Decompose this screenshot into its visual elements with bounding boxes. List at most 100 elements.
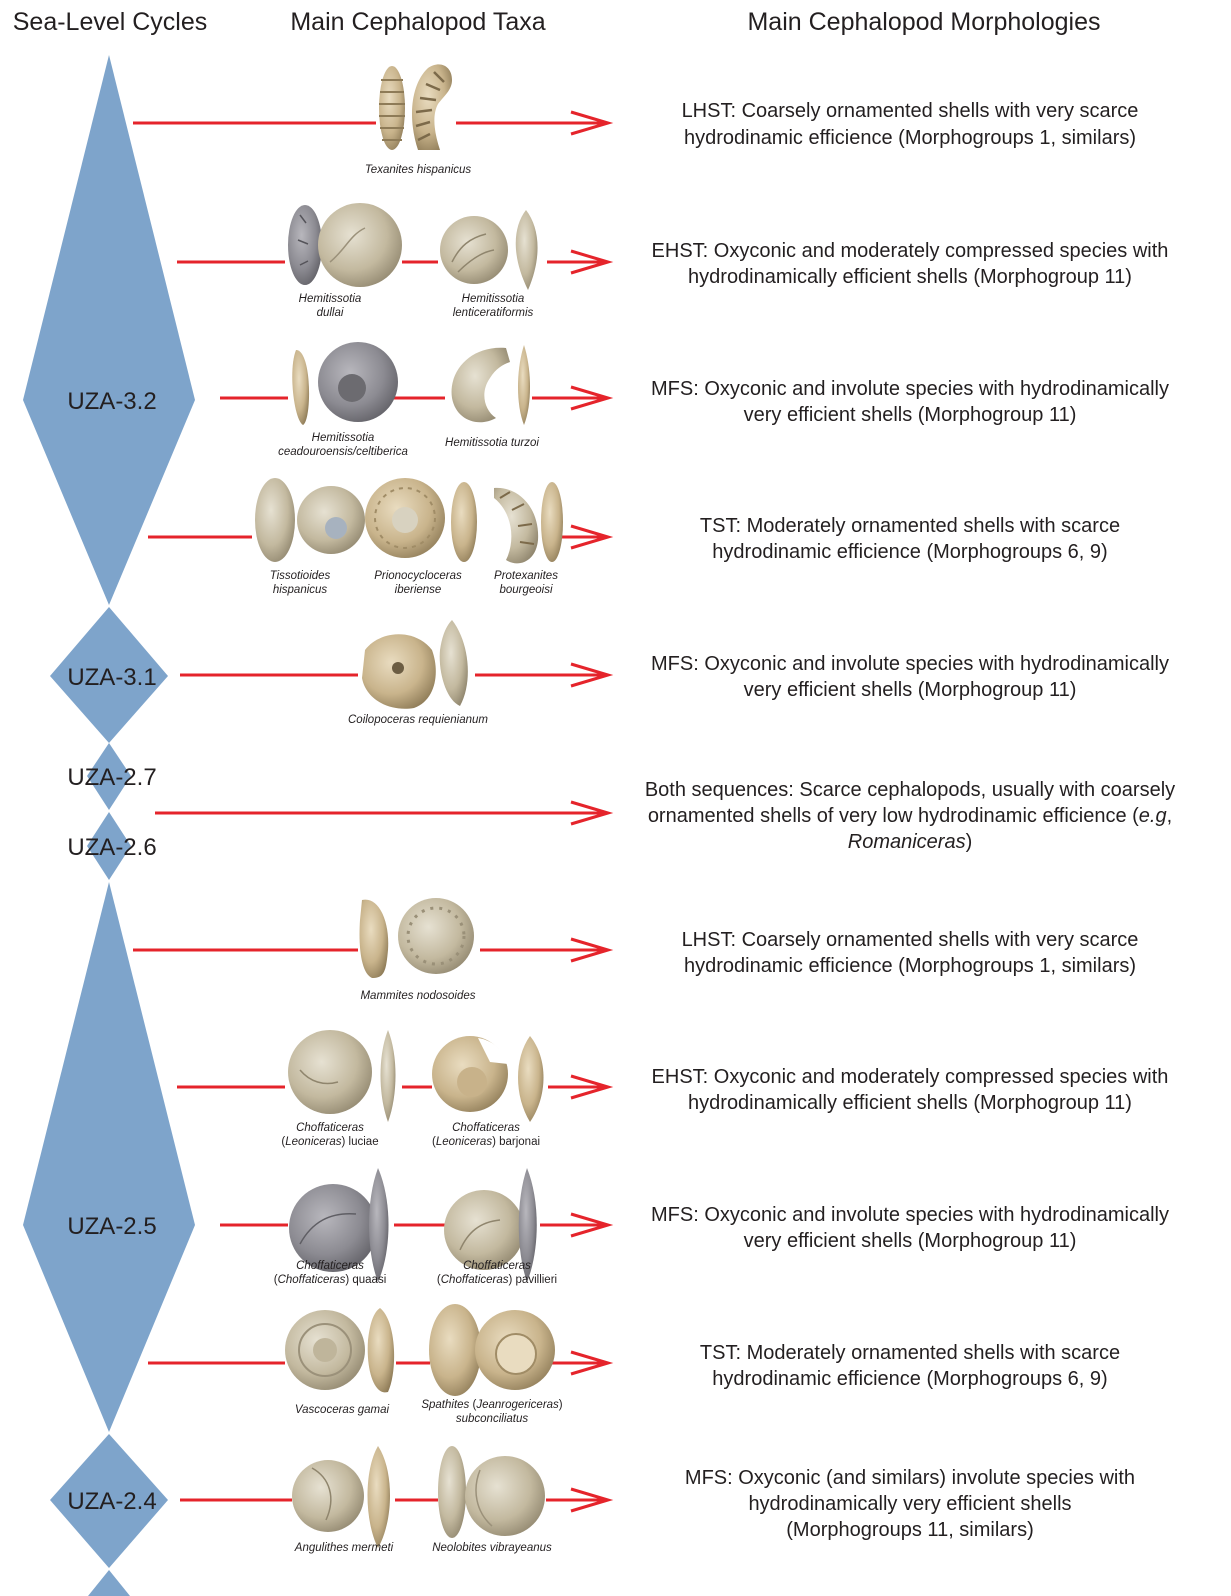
taxon-caption-line: Hemitissotia	[299, 293, 362, 305]
cycle-diamond-uza-2-6	[87, 812, 131, 880]
fossil-specimen-texanites-lateral	[412, 64, 452, 150]
taxon-caption-line: Choffaticeras	[463, 1260, 531, 1272]
caption-segment: ) quaasi	[345, 1274, 386, 1286]
fossil-specimen-hemitissotia-lenticeratiformis-side	[515, 210, 538, 290]
fossil-specimen-protexanites-lateral	[494, 487, 539, 564]
fossil-specimen-prionocycloceras-side	[451, 482, 477, 562]
cycle-label-uza-2-5: UZA-2.5	[67, 1213, 156, 1240]
taxon-caption-line: Choffaticeras	[452, 1122, 520, 1134]
taxon-caption-mammites-nodosoides: Mammites nodosoides	[360, 990, 475, 1002]
arrowhead-icon	[570, 662, 614, 688]
taxon-caption-line: dullai	[317, 307, 344, 319]
fossil-specimen-hemitissotia-turzoi-side	[518, 345, 530, 425]
morphology-description-line: EHST: Oxyconic and moderately compressed…	[652, 1066, 1169, 1088]
morphology-description-line: LHST: Coarsely ornamented shells with ve…	[682, 929, 1139, 951]
caption-segment: (	[281, 1136, 285, 1148]
taxon-caption-line: (Leoniceras) barjonai	[432, 1136, 540, 1148]
cycle-diamond-uza-3-1	[50, 607, 168, 743]
morphology-description-line: MFS: Oxyconic and involute species with …	[651, 653, 1169, 675]
caption-segment: (	[274, 1274, 278, 1286]
fossil-specimen-neolobites-side	[438, 1446, 466, 1538]
taxon-caption-line: Hemitissotia turzoi	[445, 437, 539, 449]
description-segment: e.g	[1139, 805, 1167, 827]
morphology-description-line: hydrodinamic efficience (Morphogroups 6,…	[712, 541, 1107, 563]
arrowhead-icon	[570, 524, 614, 550]
morphology-description-line: MFS: Oxyconic (and similars) involute sp…	[685, 1467, 1135, 1489]
taxon-caption-angulithes-mermeti: Angulithes mermeti	[294, 1542, 394, 1554]
fossil-specimen-hemitissotia-dullai-side	[288, 205, 322, 285]
taxon-caption-vascoceras-gamai: Vascoceras gamai	[295, 1404, 390, 1416]
fossil-specimen-coilopoceras-lateral	[362, 634, 436, 709]
taxon-caption-coilopoceras-requienianum: Coilopoceras requienianum	[348, 714, 488, 726]
fossil-specimen-choffaticeras-pavillieri-side	[518, 1168, 537, 1282]
arrowhead-icon	[570, 800, 614, 826]
cycle-label-uza-2-6: UZA-2.6	[67, 834, 156, 861]
morphology-description-line: Both sequences: Scarce cephalopods, usua…	[645, 779, 1175, 801]
cycle-diamond-uza-2-4	[50, 1434, 168, 1568]
morphology-description-line: hydrodinamically very efficient shells	[748, 1493, 1071, 1515]
morphology-description-line: (Morphogroups 11, similars)	[786, 1519, 1034, 1541]
taxon-caption-line: bourgeoisi	[499, 584, 553, 596]
arrowhead-icon	[570, 1074, 614, 1100]
taxon-caption-line: Spathites (Jeanrogericeras)	[421, 1399, 562, 1411]
fossil-specimen-tissotioides-lateral	[297, 486, 365, 554]
fossil-specimen-choffaticeras-quaasi-side	[369, 1168, 389, 1282]
fossil-specimen-tissotioides-side	[255, 478, 295, 562]
taxon-caption-line: (Choffaticeras) pavillieri	[437, 1274, 557, 1286]
caption-segment: Choffaticeras	[278, 1274, 346, 1286]
cycle-label-uza-2-7: UZA-2.7	[67, 764, 156, 791]
morphology-description-line: Romaniceras)	[848, 831, 973, 853]
connector-lines	[133, 121, 607, 1502]
morphology-description-line: LHST: Coarsely ornamented shells with ve…	[682, 100, 1139, 122]
taxon-caption-line: Choffaticeras	[296, 1122, 364, 1134]
caption-segment: (	[432, 1136, 436, 1148]
taxon-caption-neolobites-vibrayeanus: Neolobites vibrayeanus	[432, 1542, 552, 1554]
fossil-specimen-vascoceras-lateral	[285, 1310, 365, 1390]
taxon-caption-line: (Choffaticeras) quaasi	[274, 1274, 387, 1286]
fossil-specimen-choffaticeras-pavillieri-lateral	[444, 1190, 524, 1270]
morphology-description-line: very efficient shells (Morphogroup 11)	[744, 679, 1077, 701]
caption-segment: ) pavillieri	[509, 1274, 558, 1286]
taxon-caption-line: iberiense	[395, 584, 442, 596]
cycle-label-uza-2-4: UZA-2.4	[67, 1488, 156, 1515]
fossil-specimen-choffaticeras-barjonai-side	[518, 1036, 544, 1122]
caption-segment: ) luciae	[342, 1136, 379, 1148]
caption-segment: (	[437, 1274, 441, 1286]
taxon-caption-line: Prionocycloceras	[374, 570, 462, 582]
morphology-description-line: hydrodinamic efficience (Morphogroups 1,…	[684, 127, 1136, 149]
fossil-specimen-protexanites-side	[541, 482, 563, 562]
taxon-caption-line: Tissotioides	[270, 570, 331, 582]
cycle-diamond-continuation	[88, 1570, 130, 1596]
morphology-description-line: ornamented shells of very low hydrodinam…	[648, 805, 1172, 827]
morphology-description-line: MFS: Oxyconic and involute species with …	[651, 378, 1169, 400]
fossil-specimen-hemitissotia-turzoi-lateral	[451, 347, 510, 423]
morphology-description-line: TST: Moderately ornamented shells with s…	[700, 515, 1120, 537]
caption-segment: ) barjonai	[492, 1136, 540, 1148]
description-segment: )	[966, 831, 973, 853]
arrowhead-icon	[570, 249, 614, 275]
taxon-caption-line: Choffaticeras	[296, 1260, 364, 1272]
fossil-specimens	[255, 64, 563, 1548]
fossil-specimen-coilopoceras-side	[439, 620, 468, 706]
fossil-specimen-choffaticeras-barjonai-lateral	[432, 1036, 508, 1112]
taxa-captions: Texanites hispanicus Hemitissotia dullai…	[270, 164, 563, 1554]
caption-segment: Spathites	[421, 1399, 469, 1411]
taxon-caption-texanites-hispanicus: Texanites hispanicus	[365, 164, 472, 176]
fossil-specimen-hemitissotia-ceadouroensis-lateral	[318, 342, 398, 422]
description-segment: ,	[1167, 805, 1173, 827]
caption-segment: Leoniceras	[285, 1136, 342, 1148]
taxon-caption-line: (Leoniceras) luciae	[281, 1136, 378, 1148]
taxon-caption-line: Hemitissotia	[462, 293, 525, 305]
description-segment: Romaniceras	[848, 831, 966, 853]
cycle-label-uza-3-1: UZA-3.1	[67, 664, 156, 691]
fossil-specimen-choffaticeras-quaasi-lateral	[289, 1184, 377, 1272]
description-segment: ornamented shells of very low hydrodinam…	[648, 805, 1139, 827]
morphology-description-line: very efficient shells (Morphogroup 11)	[744, 404, 1077, 426]
cycle-label-uza-3-2: UZA-3.2	[67, 388, 156, 415]
morphology-description-line: hydrodinamic efficience (Morphogroups 6,…	[712, 1368, 1107, 1390]
fossil-specimen-mammites-side	[359, 899, 389, 978]
cycle-diamond-uza-2-5	[23, 882, 195, 1432]
taxon-caption-line: Hemitissotia	[312, 432, 375, 444]
morphology-description-line: hydrodinamically efficient shells (Morph…	[688, 266, 1132, 288]
fossil-specimen-hemitissotia-dullai-lateral	[318, 203, 402, 287]
